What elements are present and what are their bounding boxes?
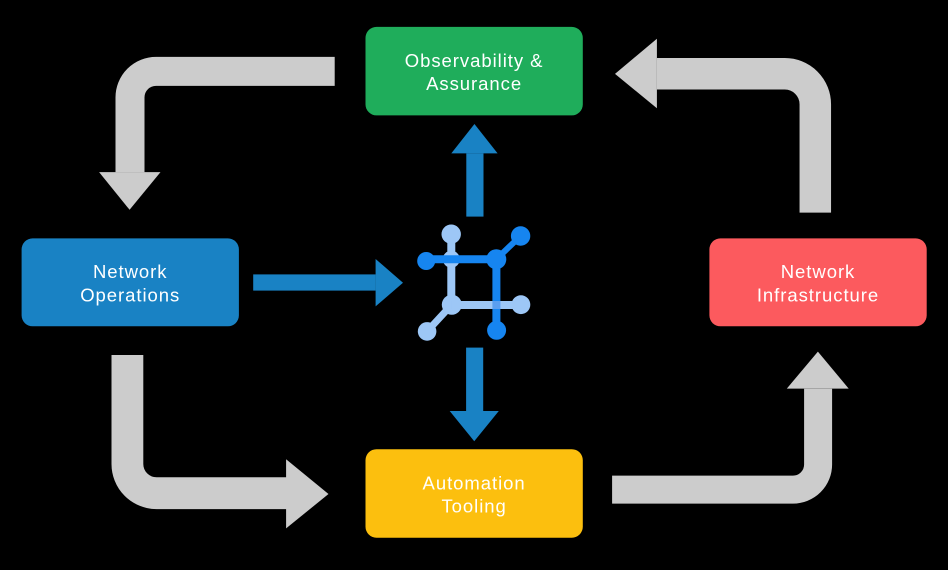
svg-text:Network: Network: [781, 261, 856, 282]
svg-text:Assurance: Assurance: [426, 73, 522, 94]
svg-text:Tooling: Tooling: [441, 495, 506, 516]
svg-text:Infrastructure: Infrastructure: [757, 284, 879, 305]
svg-text:Automation: Automation: [423, 472, 526, 493]
svg-text:Operations: Operations: [80, 284, 180, 305]
svg-text:Observability &: Observability &: [405, 50, 544, 71]
svg-text:Network: Network: [93, 261, 168, 282]
